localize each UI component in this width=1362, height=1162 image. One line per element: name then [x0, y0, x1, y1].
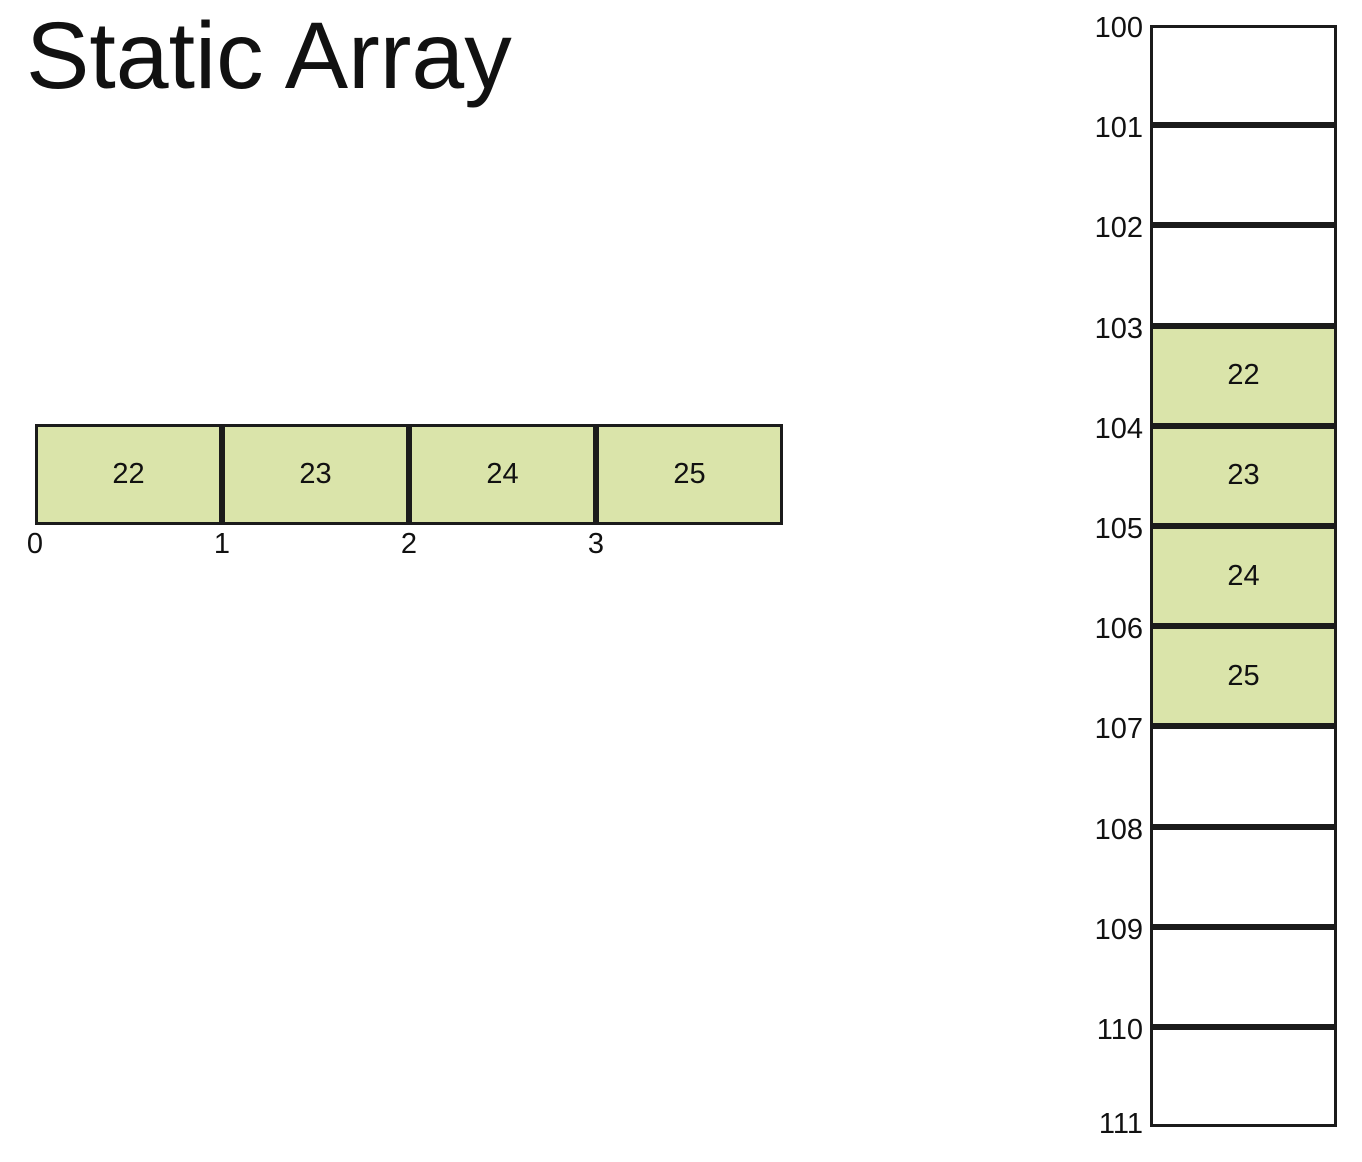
array-index-labels: 0 1 2 3: [27, 528, 783, 564]
array-cell-1: 23: [222, 424, 409, 525]
memory-row-110: 110 111: [1097, 1014, 1337, 1140]
memory-address-101: 101: [1094, 112, 1143, 145]
memory-row-109: 109: [1095, 914, 1337, 1027]
memory-address-104: 104: [1094, 412, 1143, 445]
array-cell-2: 24: [409, 424, 596, 525]
memory-row-106-value: 25: [1227, 659, 1260, 692]
array-index-2: 2: [400, 528, 418, 560]
array-cell-1-value: 23: [299, 458, 332, 490]
memory-row-104-value: 23: [1227, 459, 1260, 492]
memory-row-103-value: 22: [1227, 359, 1260, 392]
memory-address-105: 105: [1094, 512, 1143, 545]
array-cell-3: 25: [596, 424, 783, 525]
memory-address-109: 109: [1094, 913, 1143, 946]
memory-row-101: 101: [1095, 112, 1337, 226]
memory-row-107: 107: [1095, 713, 1337, 827]
array-index-0: 0: [26, 528, 44, 560]
memory-row-105-value: 24: [1227, 559, 1260, 592]
array-cell-3-value: 25: [673, 458, 706, 490]
memory-address-100: 100: [1094, 12, 1143, 44]
array-index-3: 3: [587, 528, 605, 560]
array-index-1: 1: [213, 528, 231, 560]
memory-row-103: 103 22: [1095, 313, 1337, 426]
array-cell-2-value: 24: [486, 458, 519, 490]
memory-row-106: 106 25: [1095, 613, 1337, 727]
array-cell-0: 22: [35, 424, 222, 525]
memory-row-102: 102: [1095, 212, 1337, 326]
memory-diagram: 100 101 102 103 22 104 23 105 24 106 25: [1095, 12, 1337, 1140]
memory-row-105: 105 24: [1095, 513, 1337, 627]
memory-address-103: 103: [1094, 312, 1143, 345]
memory-address-107: 107: [1094, 713, 1143, 746]
memory-row-104: 104 23: [1095, 413, 1337, 526]
array-cell-0-value: 22: [112, 458, 145, 490]
array-diagram: 22 23 24 25: [35, 424, 783, 525]
memory-address-110: 110: [1096, 1013, 1143, 1046]
memory-address-106: 106: [1094, 613, 1143, 646]
memory-address-111: 111: [1098, 1108, 1143, 1141]
memory-row-100: 100: [1095, 12, 1337, 126]
memory-row-108: 108: [1095, 814, 1337, 927]
page-title: Static Array: [26, 3, 512, 109]
memory-address-108: 108: [1094, 813, 1143, 846]
memory-address-102: 102: [1094, 212, 1143, 245]
